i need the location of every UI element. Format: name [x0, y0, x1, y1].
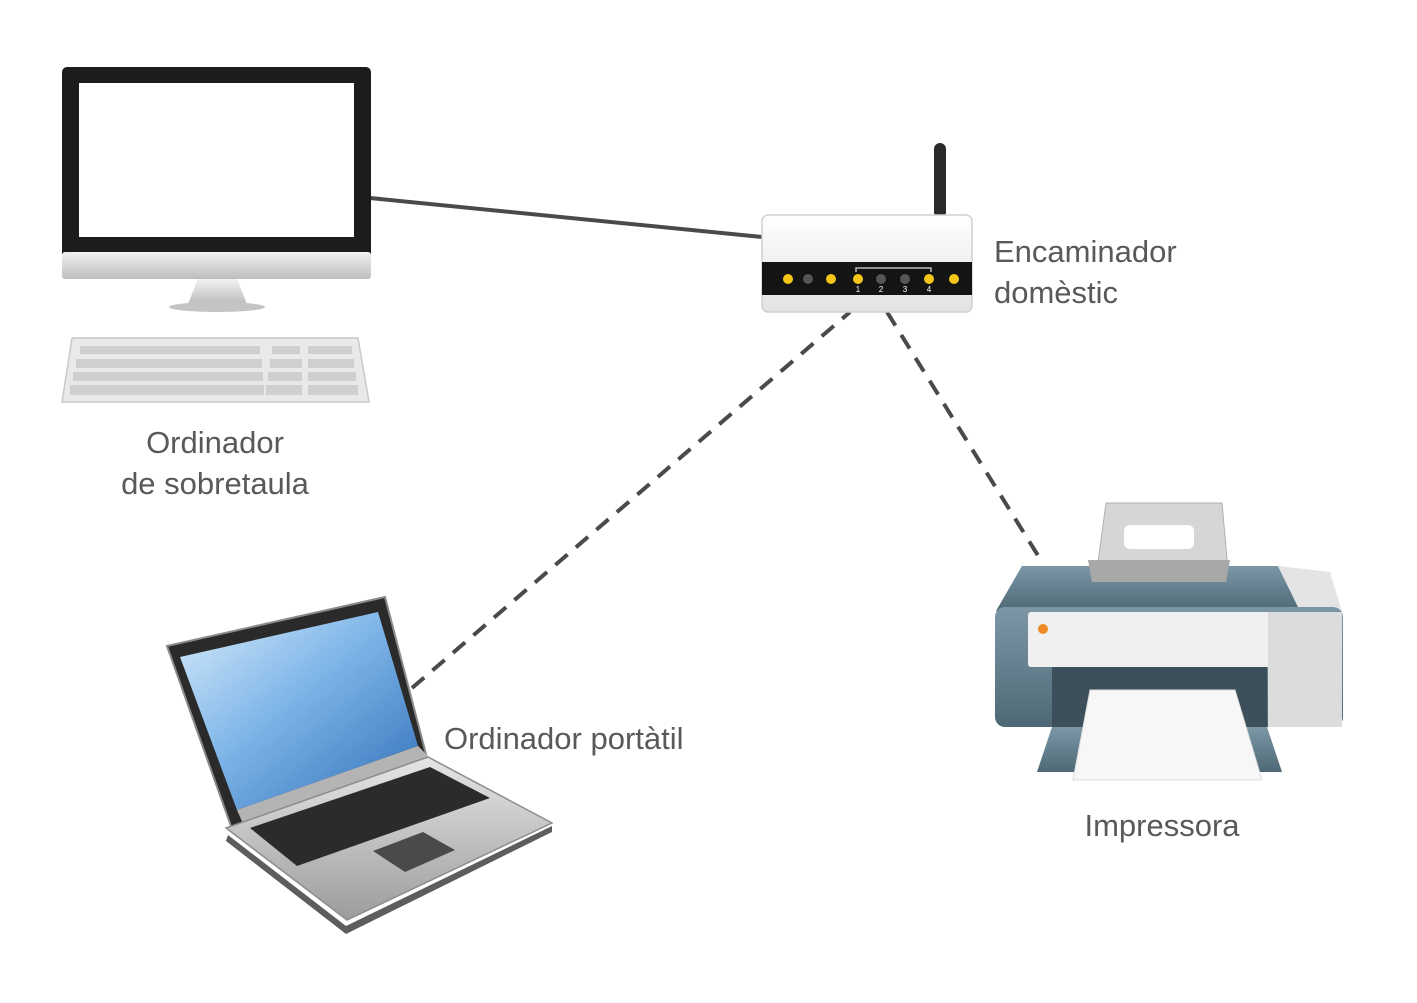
printer-icon — [995, 502, 1343, 781]
keyboard-keys — [70, 346, 358, 395]
router-label-line2: domèstic — [994, 275, 1119, 310]
laptop-label: Ordinador portàtil — [444, 718, 684, 759]
router-leds — [783, 274, 959, 284]
desktop-label-line1: Ordinador — [146, 425, 284, 460]
wireless-connection-printer — [885, 310, 1044, 564]
laptop-label-text: Ordinador portàtil — [444, 721, 684, 756]
printer-label: Impressora — [1062, 805, 1262, 846]
router-port-label-1: 1 — [856, 285, 861, 294]
wireless-connection-laptop — [410, 310, 852, 690]
router-port-label-2: 2 — [879, 285, 884, 294]
desktop-label-line2: de sobretaula — [121, 466, 309, 501]
wifi-router-icon: 1 2 3 4 — [761, 143, 973, 313]
wired-connection-line — [369, 196, 763, 239]
desktop-computer-icon — [61, 67, 371, 403]
router-label-line1: Encaminador — [994, 234, 1177, 269]
router-port-label-3: 3 — [903, 285, 908, 294]
router-label: Encaminador domèstic — [994, 231, 1177, 313]
router-port-label-4: 4 — [927, 285, 932, 294]
desktop-label: Ordinador de sobretaula — [99, 422, 331, 504]
laptop-icon — [165, 595, 554, 934]
printer-label-text: Impressora — [1084, 808, 1240, 843]
